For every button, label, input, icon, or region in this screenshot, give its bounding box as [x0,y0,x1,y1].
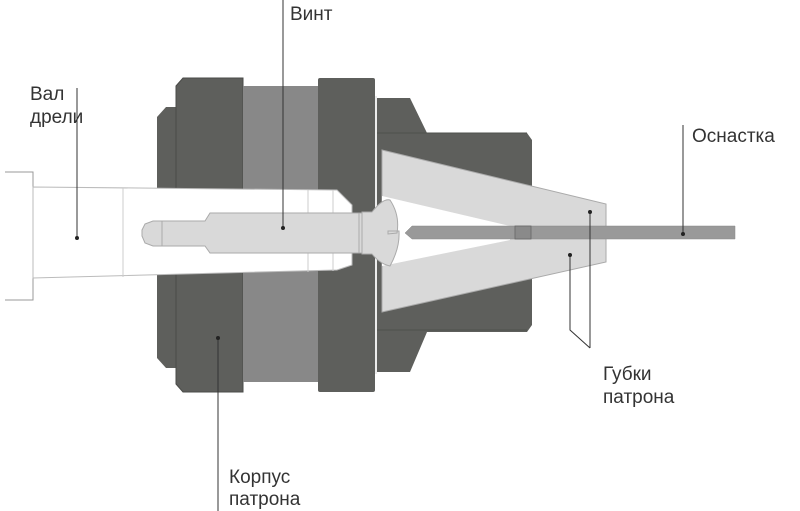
screw [141,212,363,254]
label-screw: Винт [290,4,333,25]
label-body-1: Корпус [229,467,290,488]
label-jaws-1: Губки [603,364,652,385]
drill-shaft-end [5,171,34,301]
bit-sleeve [514,225,532,240]
bit [404,225,736,240]
label-drill-shaft-2: дрели [30,107,83,128]
screw-head [361,199,400,267]
label-jaws-2: патрона [603,387,675,408]
label-bit: Оснастка [692,126,775,147]
label-body-2: патрона [229,489,301,510]
label-drill-shaft-1: Вал [30,84,64,105]
